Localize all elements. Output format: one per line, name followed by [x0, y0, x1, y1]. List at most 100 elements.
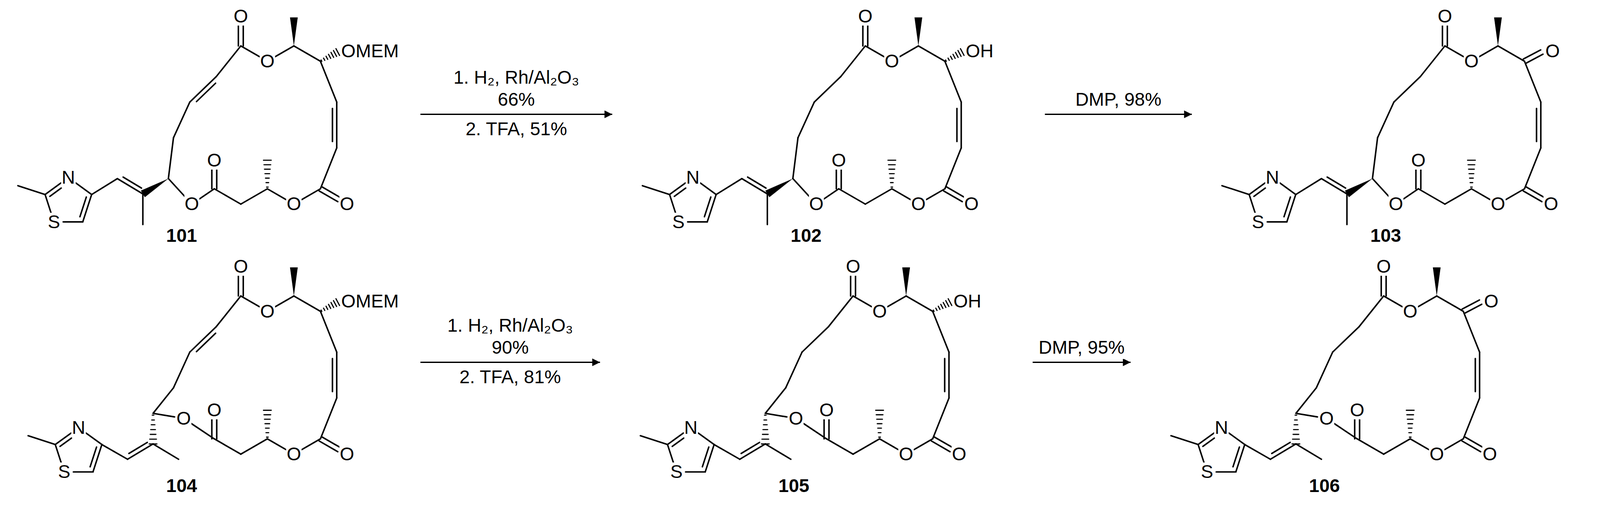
chemical-bond — [333, 50, 337, 57]
chemical-bond — [331, 358, 333, 392]
chemical-bond — [1444, 188, 1472, 205]
chemical-bond — [1403, 188, 1419, 200]
chemical-bond — [854, 275, 857, 296]
chemical-bond — [266, 432, 269, 434]
chemical-bond — [761, 438, 769, 440]
chemical-bond — [1409, 436, 1412, 438]
chemical-bond — [1463, 398, 1480, 440]
chemical-bond — [1327, 177, 1346, 189]
chemical-bond — [293, 295, 321, 312]
atom-label: O — [1490, 194, 1506, 214]
chemical-bond — [828, 295, 854, 327]
atom-label: S — [1251, 212, 1265, 232]
chemical-bond — [879, 438, 898, 450]
chemical-bond — [319, 440, 338, 452]
wedge-bond — [289, 267, 298, 296]
compound-number: 105 — [778, 476, 810, 496]
chemical-bond — [1446, 25, 1449, 46]
chemical-bond — [889, 168, 895, 170]
chemical-bond — [237, 275, 240, 296]
chemical-bond — [152, 414, 155, 416]
chemical-bond — [707, 194, 717, 222]
chemical-bond — [1523, 190, 1542, 202]
chemical-bond — [75, 182, 92, 195]
wedge-bond — [765, 178, 793, 197]
chemical-bond — [943, 358, 946, 392]
atom-label: O — [845, 257, 861, 276]
chemical-bond — [960, 102, 962, 148]
chemical-bond — [801, 326, 829, 352]
chemical-bond — [853, 295, 872, 307]
chemical-bond — [1462, 440, 1481, 452]
chemical-bond — [189, 326, 217, 352]
reaction-arrow — [1032, 361, 1131, 363]
chemical-bond — [764, 414, 767, 416]
chemical-bond — [865, 188, 892, 205]
atom-label: O — [898, 444, 914, 464]
chemical-bond — [336, 102, 338, 148]
chemical-bond — [1393, 76, 1421, 103]
chemical-bond — [762, 433, 769, 436]
compound-number: 103 — [1370, 226, 1401, 245]
wedge-bond — [914, 17, 923, 46]
atom-label: OH — [953, 291, 982, 311]
chemical-bond — [945, 59, 947, 62]
chemical-bond — [1407, 423, 1413, 425]
chemical-bond — [1468, 168, 1475, 170]
atom-label: O — [232, 7, 249, 26]
atom-label: O — [232, 257, 249, 276]
chemical-bond — [948, 58, 950, 61]
chemical-bond — [640, 435, 668, 445]
chemical-bond — [849, 275, 852, 296]
chemical-bond — [265, 177, 270, 179]
chemical-bond — [1248, 182, 1265, 195]
chemical-bond — [266, 181, 269, 184]
chemical-bond — [687, 221, 708, 223]
chemical-bond — [867, 25, 869, 46]
atom-label: S — [672, 212, 686, 232]
chemical-bond — [1444, 438, 1464, 450]
chemical-bond — [328, 54, 331, 59]
chemical-bond — [669, 182, 686, 195]
chemical-bond — [150, 428, 156, 431]
chemical-bond — [932, 311, 950, 353]
chemical-bond — [1353, 419, 1356, 439]
chemical-bond — [945, 147, 962, 189]
chemical-bond — [1316, 351, 1333, 388]
chemical-bond — [672, 438, 684, 447]
atom-label: O — [808, 194, 825, 214]
chemical-bond — [1332, 326, 1360, 352]
atom-label: S — [47, 212, 61, 232]
chemical-bond — [747, 177, 767, 189]
chemical-bond — [263, 159, 272, 161]
chemical-bond — [321, 436, 340, 448]
atom-label: O — [1437, 7, 1453, 26]
atom-label: O — [259, 51, 276, 71]
chemical-bond — [237, 25, 240, 46]
atom-label: O — [1410, 151, 1427, 170]
chemical-bond — [1471, 188, 1490, 200]
chemical-bond — [275, 295, 294, 307]
chemical-bond — [1467, 164, 1475, 166]
chemical-bond — [18, 185, 46, 195]
chemical-bond — [698, 432, 714, 445]
structure-drawing — [18, 17, 341, 225]
chemical-bond — [935, 308, 938, 311]
chemical-bond — [933, 310, 935, 312]
chemical-bond — [1294, 419, 1298, 421]
chemical-bond — [878, 432, 881, 434]
atom-label: O — [259, 302, 276, 321]
chemical-bond — [798, 102, 815, 138]
chemical-bond — [938, 306, 940, 310]
chemical-bond — [1444, 45, 1464, 57]
reagent-label: 1. H₂, Rh/Al₂O₃ 66% — [444, 66, 588, 111]
atom-label: OH — [965, 41, 994, 61]
reaction-arrow — [420, 361, 601, 363]
chemical-bond — [265, 173, 270, 175]
atom-label: S — [669, 462, 684, 481]
chemical-bond — [792, 137, 799, 179]
atom-label: S — [57, 462, 71, 481]
compound-number: 106 — [1308, 476, 1340, 496]
chemical-bond — [266, 186, 269, 188]
chemical-bond — [669, 194, 676, 214]
